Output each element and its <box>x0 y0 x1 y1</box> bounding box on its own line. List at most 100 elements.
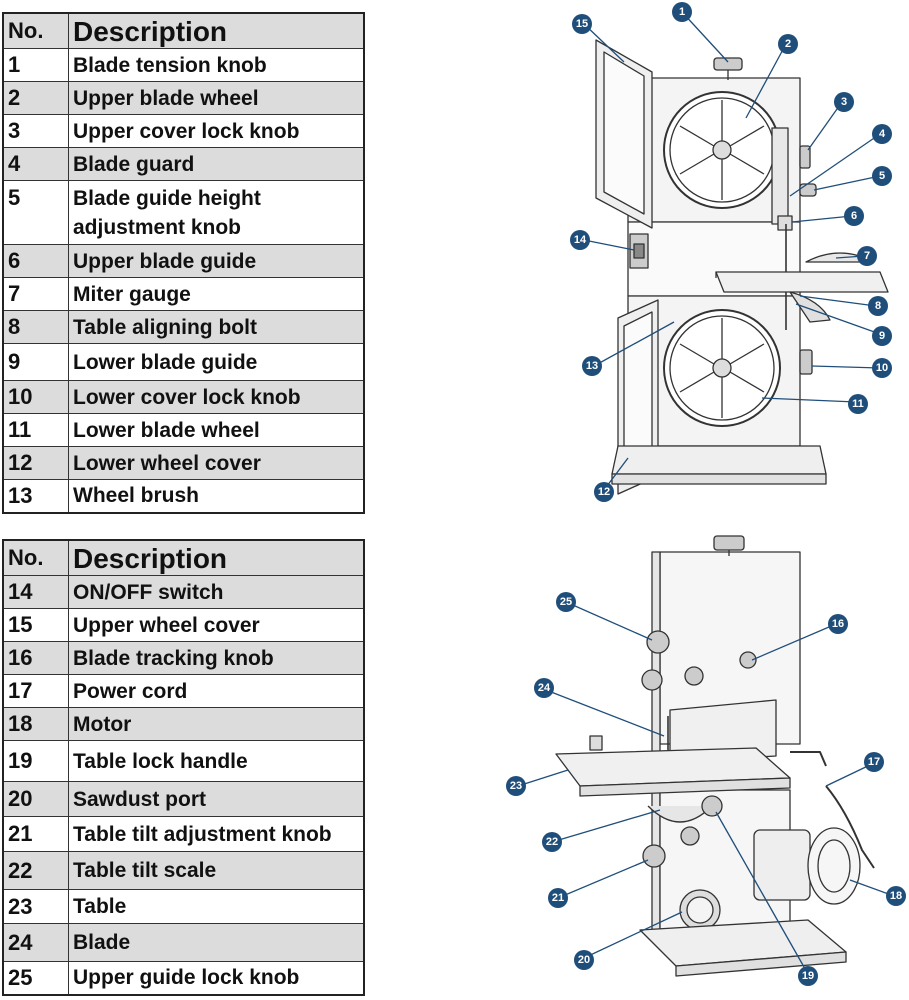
row-number: 7 <box>2 277 69 311</box>
row-description: Lower wheel cover <box>68 446 365 480</box>
callout-5: 5 <box>872 166 892 186</box>
callout-23: 23 <box>506 776 526 796</box>
row-number: 2 <box>2 81 69 115</box>
svg-text:25: 25 <box>560 596 572 608</box>
svg-text:11: 11 <box>852 398 864 410</box>
row-description: Wheel brush <box>68 479 365 513</box>
row-number: 16 <box>2 641 69 675</box>
row-description: Miter gauge <box>68 277 365 311</box>
callout-25: 25 <box>556 592 576 612</box>
row-description: ON/OFF switch <box>68 575 365 609</box>
svg-text:12: 12 <box>598 486 610 498</box>
svg-text:23: 23 <box>510 780 522 792</box>
svg-text:18: 18 <box>890 890 902 902</box>
bandsaw-rear-figure <box>555 535 875 977</box>
row-description: Table lock handle <box>68 740 365 782</box>
row-number: 9 <box>2 343 69 381</box>
svg-text:1: 1 <box>679 6 685 18</box>
row-description: Blade guide height adjustment knob <box>68 180 365 245</box>
row-description: Power cord <box>68 674 365 708</box>
svg-text:15: 15 <box>576 18 588 30</box>
row-description: Table aligning bolt <box>68 310 365 344</box>
row-description: Motor <box>68 707 365 741</box>
svg-text:21: 21 <box>552 892 564 904</box>
row-number: 1 <box>2 48 69 82</box>
row-number: 23 <box>2 889 69 924</box>
header-description: Description <box>68 539 365 576</box>
table-header: No. Description <box>2 12 365 49</box>
callout-leader-lines <box>517 11 895 975</box>
row-number: 18 <box>2 707 69 741</box>
row-number: 25 <box>2 961 69 995</box>
row-number: 20 <box>2 781 69 817</box>
callout-12: 12 <box>594 482 614 502</box>
callout-6: 6 <box>844 206 864 226</box>
row-number: 8 <box>2 310 69 344</box>
svg-text:2: 2 <box>785 38 791 50</box>
callout-8: 8 <box>868 296 888 316</box>
svg-text:4: 4 <box>879 128 886 140</box>
row-number: 10 <box>2 380 69 414</box>
svg-text:8: 8 <box>875 300 881 312</box>
row-description: Table tilt adjustment knob <box>68 816 365 852</box>
row-number: 19 <box>2 740 69 782</box>
callout-19: 19 <box>798 966 818 986</box>
bandsaw-front-open-figure <box>595 39 889 495</box>
callout-9: 9 <box>872 326 892 346</box>
callout-18: 18 <box>886 886 906 906</box>
callout-16: 16 <box>828 614 848 634</box>
row-number: 15 <box>2 608 69 642</box>
svg-text:22: 22 <box>546 836 558 848</box>
svg-text:6: 6 <box>851 210 857 222</box>
row-number: 11 <box>2 413 69 447</box>
svg-text:3: 3 <box>841 96 847 108</box>
row-description: Upper wheel cover <box>68 608 365 642</box>
row-description: Lower cover lock knob <box>68 380 365 414</box>
row-number: 17 <box>2 674 69 708</box>
svg-text:16: 16 <box>832 618 844 630</box>
row-description: Upper blade guide <box>68 244 365 278</box>
callout-10: 10 <box>872 358 892 378</box>
callout-21: 21 <box>548 888 568 908</box>
row-number: 12 <box>2 446 69 480</box>
header-no: No. <box>2 539 69 576</box>
svg-text:20: 20 <box>578 954 590 966</box>
callout-15: 15 <box>572 14 592 34</box>
row-description: Blade <box>68 923 365 962</box>
row-number: 24 <box>2 923 69 962</box>
callout-24: 24 <box>534 678 554 698</box>
svg-text:7: 7 <box>864 250 870 262</box>
row-description: Lower blade guide <box>68 343 365 381</box>
svg-text:17: 17 <box>868 756 880 768</box>
svg-text:24: 24 <box>538 682 551 694</box>
header-description: Description <box>68 12 365 49</box>
row-number: 6 <box>2 244 69 278</box>
svg-text:14: 14 <box>574 234 587 246</box>
row-number: 22 <box>2 851 69 890</box>
callout-3: 3 <box>834 92 854 112</box>
callout-7: 7 <box>857 246 877 266</box>
row-description: Upper blade wheel <box>68 81 365 115</box>
row-description: Blade guard <box>68 147 365 181</box>
row-description: Upper cover lock knob <box>68 114 365 148</box>
